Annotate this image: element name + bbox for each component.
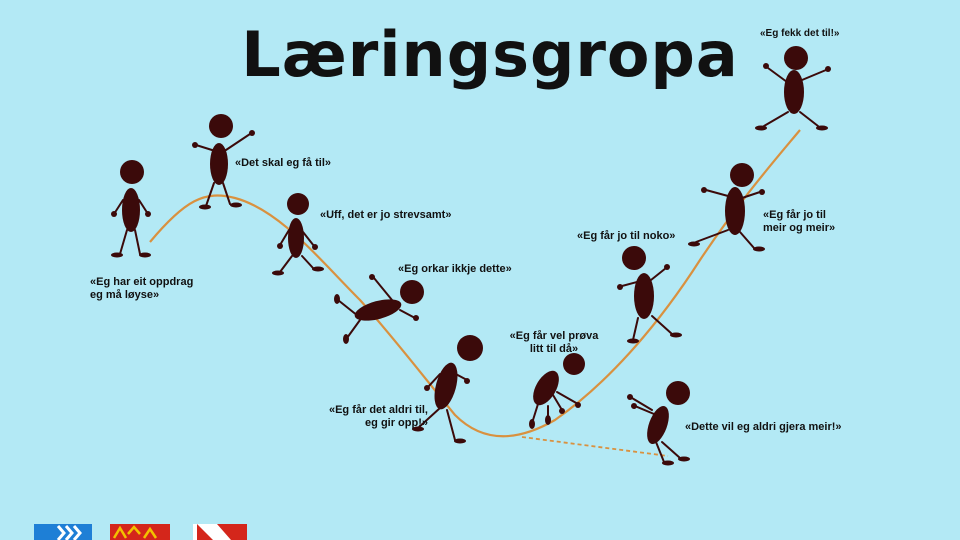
quote-3: «Uff, det er jo strevsamt»	[320, 209, 451, 222]
quote-1-line-1: «Eg har eit oppdrag	[90, 276, 194, 288]
quote-4: «Eg orkar ikkje dette»	[398, 263, 512, 276]
quote-2-line-1: «Det skal eg få til»	[235, 157, 331, 169]
blue-chevron-logo	[34, 524, 92, 540]
quote-4-line-1: «Eg orkar ikkje dette»	[398, 263, 512, 275]
quote-1-line-2: eg må løyse»	[90, 289, 160, 301]
quote-2: «Det skal eg få til»	[235, 157, 331, 170]
quote-8: «Eg får jo til meir og meir»	[763, 209, 835, 235]
red-yellow-pattern-logo	[110, 524, 170, 540]
quote-9: «Eg fekk det til!»	[760, 27, 839, 40]
quote-5-line-1: «Eg får det aldri til,	[328, 404, 428, 416]
quote-6-line-1: «Eg får vel prøva	[509, 330, 599, 342]
quote-5-line-2: eg gir opp!»	[365, 417, 428, 429]
page-title: Læringsgropa	[241, 18, 739, 91]
quote-3-line-1: «Uff, det er jo strevsamt»	[320, 209, 452, 221]
quote-6-line-2: litt til då»	[529, 343, 579, 355]
stick-figure-9	[755, 46, 831, 131]
quote-1: «Eg har eit oppdrag eg må løyse»	[90, 276, 193, 302]
quote-10-line-1: «Dette vil eg aldri gjera meir!»	[685, 421, 842, 433]
quote-9-line-1: «Eg fekk det til!»	[760, 28, 840, 39]
quote-6: «Eg får vel prøva litt til då»	[504, 330, 604, 356]
giving-up-dashed-line	[521, 436, 669, 457]
stick-figure-6	[529, 353, 585, 429]
quote-7: «Eg får jo til noko»	[577, 230, 675, 243]
quote-7-line-1: «Eg får jo til noko»	[577, 230, 676, 242]
stick-figure-8	[688, 163, 765, 252]
red-white-logo	[193, 524, 247, 540]
quote-8-line-1: «Eg får jo til	[763, 209, 826, 221]
stick-figure-1	[111, 160, 151, 258]
stick-figure-4	[334, 274, 424, 344]
quote-5: «Eg får det aldri til, eg gir opp!»	[316, 404, 428, 430]
quote-8-line-2: meir og meir»	[763, 222, 836, 234]
stick-figure-3	[272, 193, 324, 276]
stick-figure-10	[627, 381, 690, 466]
quote-10: «Dette vil eg aldri gjera meir!»	[685, 421, 842, 434]
stick-figure-5	[412, 335, 483, 444]
learning-curve	[149, 129, 801, 438]
stick-figure-2	[192, 114, 255, 210]
stick-figure-7	[617, 246, 682, 344]
